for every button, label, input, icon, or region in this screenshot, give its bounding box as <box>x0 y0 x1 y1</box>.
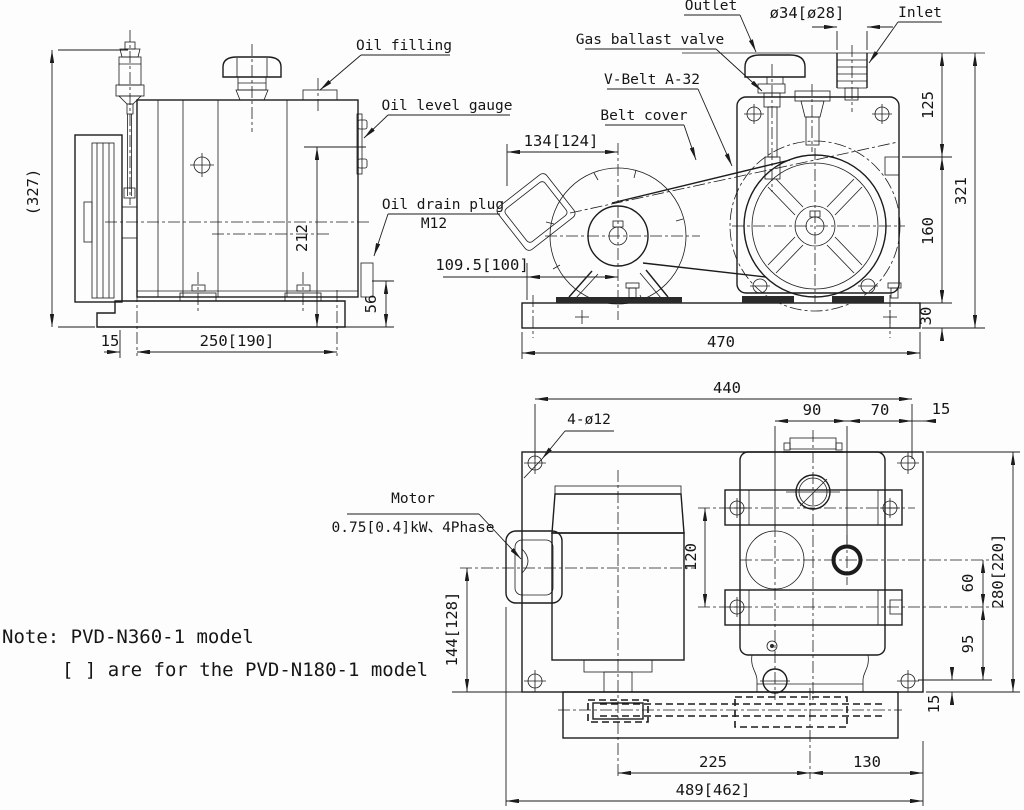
dim-top-pump-shaft-to-edge: 130 <box>853 753 881 771</box>
pump-body-side <box>105 99 372 298</box>
dim-side-base-span: 250[190] <box>200 332 275 350</box>
base-front <box>521 295 921 338</box>
drawing-note: Note: PVD-N360-1 model [ ] are for the P… <box>2 626 428 681</box>
dim-side-oil-gauge-height: 212 <box>293 224 311 252</box>
side-view-labels: Oil filling Oil level gauge Oil drain pl… <box>319 38 513 257</box>
belt-cover-side <box>74 134 123 303</box>
motor-pulley-front <box>545 143 700 320</box>
flange-upper-top <box>724 489 903 526</box>
outlet-cap-side <box>222 44 282 132</box>
flange-lower-top <box>724 589 903 626</box>
motor-terminal-box-front <box>496 173 576 251</box>
dim-top-flange-span: 120 <box>682 543 700 571</box>
dim-top-plate-depth: 280[220] <box>989 534 1007 609</box>
dim-front-base-length: 470 <box>707 333 735 351</box>
side-plug-front <box>884 156 900 176</box>
dim-top-motor-to-pump-shaft: 225 <box>699 753 727 771</box>
corner-screws <box>744 104 892 294</box>
dim-top-hole-edge-bottom: 15 <box>925 695 943 714</box>
oil-drain-plug-side <box>360 262 374 298</box>
note-line-2: [ ] are for the PVD-N180-1 model <box>62 659 428 681</box>
v-belt-label: V-Belt A-32 <box>604 72 700 88</box>
base-plate-top <box>521 451 924 693</box>
dim-side-overall-height: (327) <box>24 169 42 216</box>
dim-side-drain-height: 56 <box>362 295 380 314</box>
dim-top-overall-length: 489[462] <box>676 781 751 799</box>
top-view: 4-ø12 Motor 0.75[0.4]kW、4Phase 440 90 70… <box>332 379 1020 806</box>
dim-front-overall-height: 321 <box>952 177 970 205</box>
dim-top-flange-to-hole: 95 <box>959 635 977 654</box>
inlet-port-front <box>836 45 868 112</box>
dim-front-shaft-height: 160 <box>919 217 937 245</box>
side-view: Oil filling Oil level gauge Oil drain pl… <box>24 30 512 358</box>
belt-cover-top <box>558 688 902 779</box>
pump-pulley-front <box>732 148 905 302</box>
oil-level-gauge-side <box>356 113 368 175</box>
motor-spec-label: 0.75[0.4]kW、4Phase <box>332 520 495 536</box>
dim-top-plug-to-hole: 70 <box>871 401 890 419</box>
outlet-cap-front <box>744 54 806 84</box>
front-view: Outlet Gas ballast valve V-Belt A-32 Bel… <box>435 0 985 359</box>
front-view-dimensions: 134[124] 109.5[100] 125 160 30 321 470 <box>435 53 985 359</box>
mounting-holes-label: 4-ø12 <box>567 412 611 428</box>
dim-front-base-to-shaft: 109.5[100] <box>435 256 528 274</box>
motor-label: Motor <box>391 491 435 507</box>
front-view-labels: Outlet Gas ballast valve V-Belt A-32 Bel… <box>576 0 942 167</box>
dim-side-foot-offset: 15 <box>101 332 120 350</box>
pump-body-top <box>698 430 1005 700</box>
oil-filling-plug-front <box>794 84 831 152</box>
gas-ballast-valve-front <box>757 64 786 192</box>
gas-ballast-valve-side <box>115 30 145 205</box>
dim-top-motor-center-to-edge: 144[128] <box>443 592 461 667</box>
oil-filling-plug-side <box>302 78 338 114</box>
side-view-dimensions: (327) 212 56 15 250[190] <box>24 49 394 358</box>
dim-front-box-to-shaft: 134[124] <box>524 132 599 150</box>
motor-terminal-box-top <box>505 530 563 604</box>
gas-ballast-valve-label: Gas ballast valve <box>576 32 724 48</box>
inlet-diameter-label: ø34[ø28] <box>770 4 845 22</box>
inlet-label: Inlet <box>898 5 942 21</box>
dim-top-hole-edge-top: 15 <box>932 400 951 418</box>
mounting-holes <box>524 452 919 692</box>
dim-top-plug-to-flange: 60 <box>959 574 977 593</box>
dim-front-base-height: 30 <box>917 307 935 326</box>
motor-top <box>460 470 695 779</box>
oil-drain-plug-label: Oil drain plug <box>382 197 504 213</box>
top-view-dimensions: 440 90 70 15 120 144[128] 280[220] 60 95… <box>443 379 1020 806</box>
note-line-1: Note: PVD-N360-1 model <box>2 626 254 648</box>
feet-front <box>556 269 902 303</box>
oil-drain-plug-thread-label: M12 <box>421 216 447 232</box>
dim-front-inlet-height: 125 <box>919 91 937 119</box>
sight-window-top <box>745 530 805 590</box>
v-belt-front <box>569 141 899 278</box>
oil-level-gauge-label: Oil level gauge <box>382 98 513 114</box>
top-view-labels: 4-ø12 Motor 0.75[0.4]kW、4Phase <box>332 412 614 560</box>
outlet-label: Outlet <box>685 0 737 14</box>
dim-top-sight-to-plug: 90 <box>803 401 822 419</box>
belt-cover-label: Belt cover <box>600 108 688 124</box>
dim-top-hole-span: 440 <box>713 379 741 397</box>
oil-filling-label: Oil filling <box>356 38 452 54</box>
